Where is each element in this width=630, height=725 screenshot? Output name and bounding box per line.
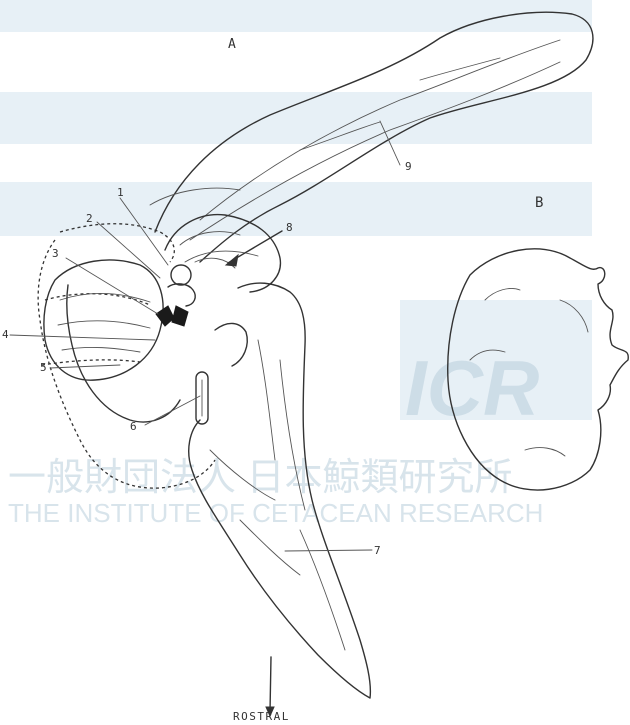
watermark-org-jp: 一般財団法人 日本鯨類研究所 — [8, 457, 513, 499]
watermark-org-en: THE INSTITUTE OF CETACEAN RESEARCH — [8, 498, 543, 528]
panel-a-label: A — [228, 37, 236, 52]
watermark-logo: ICR — [405, 344, 539, 432]
label-8: 8 — [286, 221, 293, 234]
label-9: 9 — [405, 160, 412, 173]
label-7: 7 — [374, 544, 381, 557]
label-2: 2 — [86, 212, 93, 225]
label-1: 1 — [117, 186, 124, 199]
watermark-background: ICR 一般財団法人 日本鯨類研究所 THE INSTITUTE OF CETA… — [0, 0, 592, 528]
label-3: 3 — [52, 247, 59, 260]
label-4: 4 — [2, 328, 9, 341]
panel-b-label: B — [535, 195, 543, 211]
label-6: 6 — [130, 420, 137, 433]
rostral-label: ROSTRAL — [233, 710, 290, 723]
label-5: 5 — [40, 361, 47, 374]
